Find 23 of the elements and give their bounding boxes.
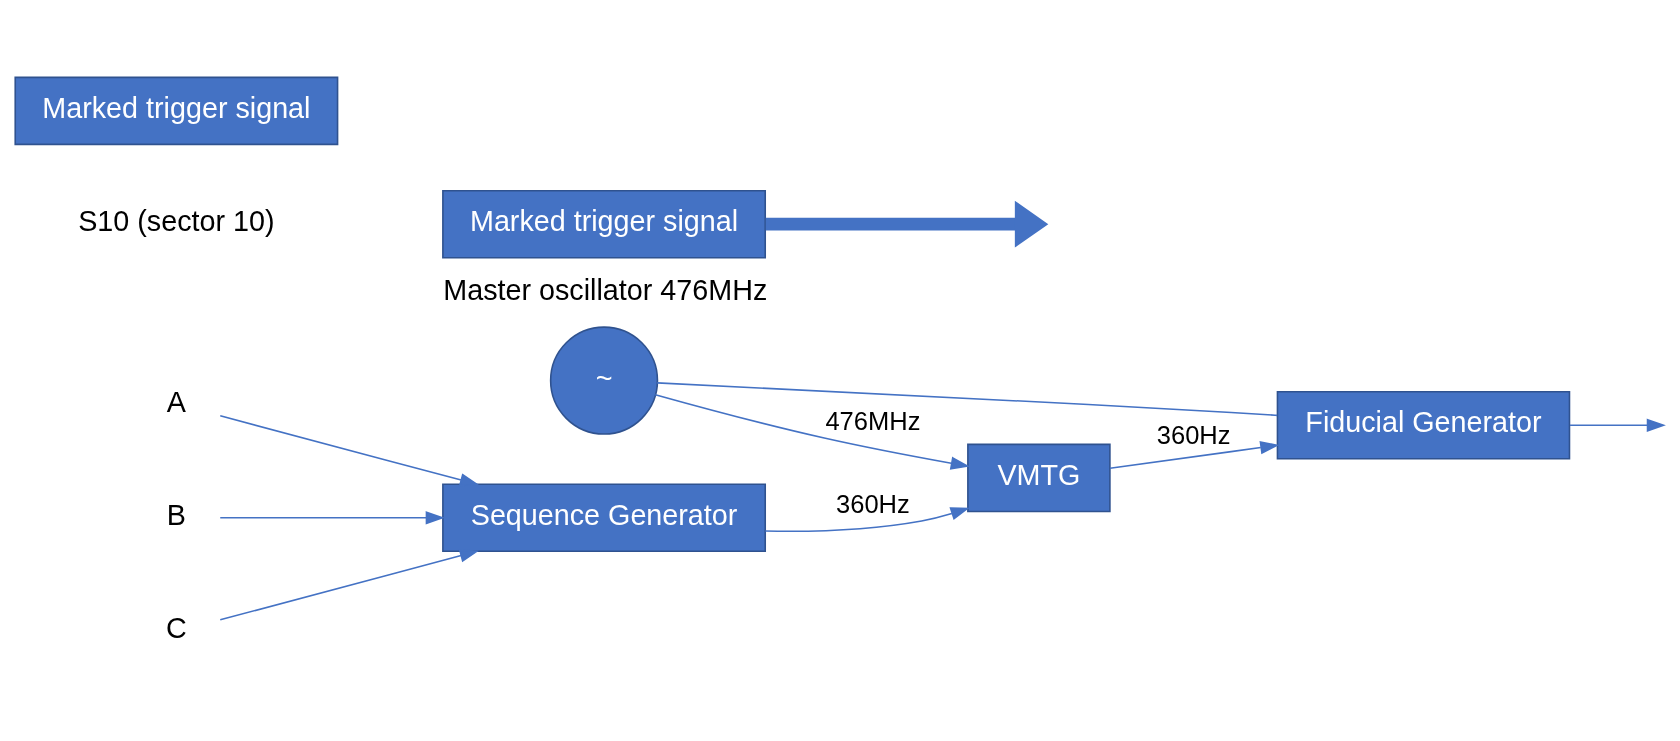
arrow [765, 200, 1049, 248]
arrow [219, 510, 445, 524]
label: S10 (sector 10) [78, 204, 275, 237]
node-text: C [166, 611, 187, 644]
node-box: Sequence Generator [442, 483, 766, 552]
node-text: A [166, 385, 186, 418]
arrow [219, 414, 479, 486]
node-box: Marked trigger signal [442, 189, 766, 258]
node-text: B [166, 498, 186, 531]
node-box: VMTG [967, 443, 1111, 512]
connector [656, 381, 1278, 416]
arrow [1569, 418, 1666, 432]
arrow [1109, 440, 1280, 469]
edge-label: 476MHz [825, 406, 921, 435]
node-label: Master oscillator 476MHz [443, 273, 768, 306]
node-box: Fiducial Generator [1276, 390, 1571, 460]
node-circle: ~ [549, 325, 659, 435]
edge-label: 360Hz [1156, 420, 1231, 449]
edge-label: 360Hz [836, 489, 910, 518]
node-box: Marked trigger signal [14, 76, 339, 145]
arrow [654, 393, 970, 470]
arrow [219, 548, 479, 621]
arrow [764, 506, 970, 532]
